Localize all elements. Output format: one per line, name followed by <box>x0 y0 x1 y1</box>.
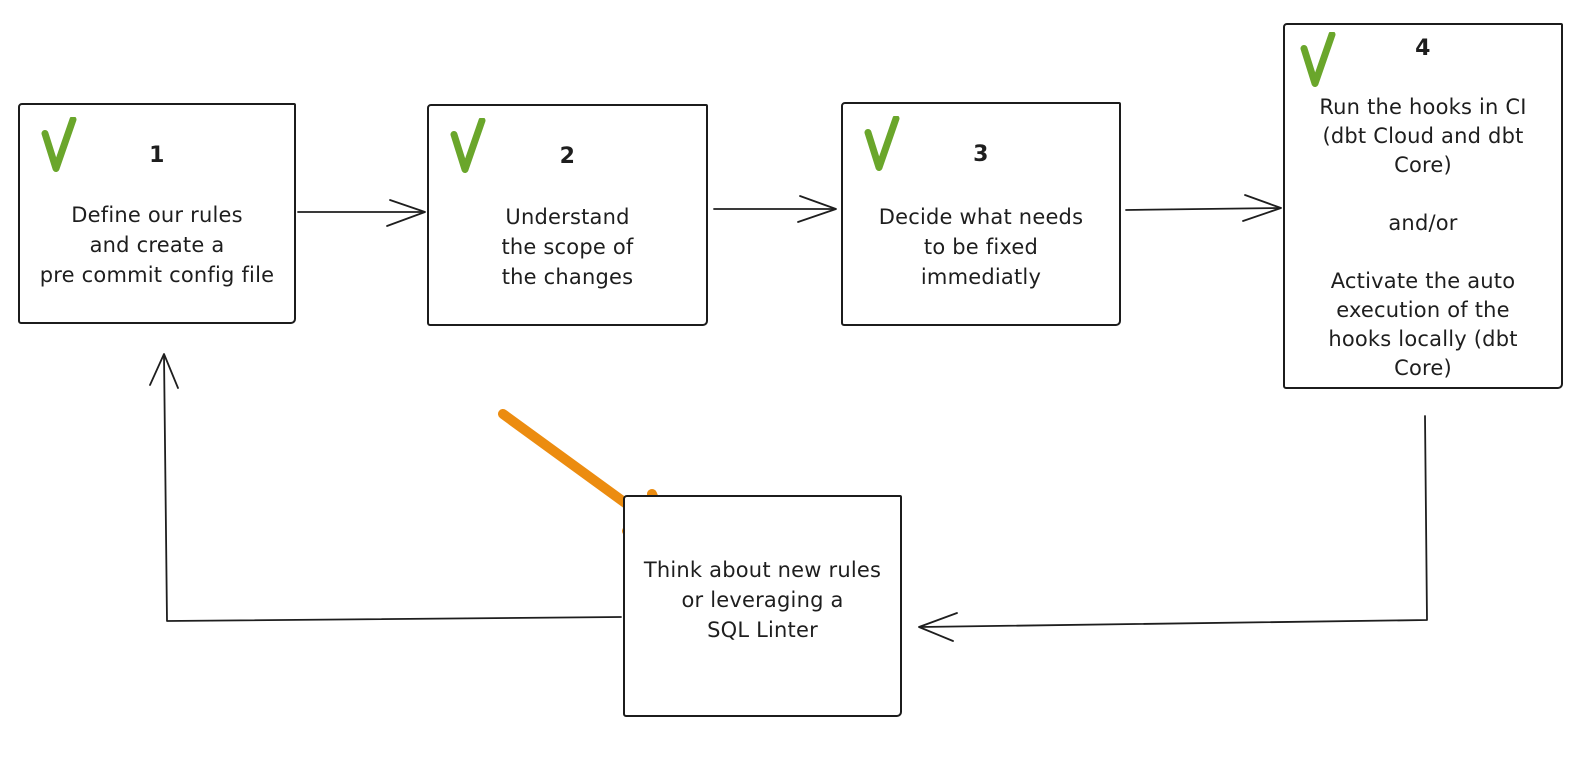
text-line: and create a <box>89 233 225 257</box>
step-3-header: 3 <box>843 104 1119 171</box>
text-line: SQL Linter <box>707 618 818 642</box>
arrow-step3-to-step4[interactable] <box>1125 207 1280 211</box>
text-line: Decide what needs <box>878 205 1084 229</box>
arrow-review-to-step1[interactable] <box>163 354 622 622</box>
text-line: the changes <box>501 265 634 289</box>
text-line: (dbt Cloud and dbt <box>1322 124 1524 148</box>
check-icon[interactable] <box>1298 32 1336 88</box>
arrowhead-step1-to-step2 <box>386 199 426 227</box>
text-line <box>1285 180 1561 209</box>
text-line: hooks locally (dbt <box>1328 327 1518 351</box>
text-line: Define our rules <box>71 203 243 227</box>
check-icon[interactable] <box>448 118 486 174</box>
step-1-text: Define our rules and create a pre commit… <box>20 200 294 290</box>
step-number: 3 <box>973 142 989 167</box>
step-2-header: 2 <box>429 106 706 173</box>
text-line <box>1285 238 1561 267</box>
text-line: the scope of <box>501 235 634 259</box>
text-line: pre commit config file <box>39 263 275 287</box>
text-line: or leveraging a <box>681 588 844 612</box>
text-line: Core) <box>1394 153 1452 177</box>
step-3-box[interactable]: 3 Decide what needs to be fixed immediat… <box>841 102 1121 326</box>
text-line: Core) <box>1394 356 1452 380</box>
text-line: execution of the <box>1336 298 1510 322</box>
step-4-box[interactable]: 4 Run the hooks in CI (dbt Cloud and dbt… <box>1283 23 1563 389</box>
step-2-text: Understand the scope of the changes <box>429 202 706 292</box>
step-1-header: 1 <box>20 105 294 172</box>
text-line: Understand <box>505 205 630 229</box>
step-number: 4 <box>1415 36 1431 61</box>
step-2-box[interactable]: 2 Understand the scope of the changes <box>427 104 708 326</box>
arrow-step4-to-review[interactable] <box>919 415 1428 628</box>
text-line: Run the hooks in CI <box>1319 95 1527 119</box>
review-text: Think about new rules or leveraging a SQ… <box>625 555 900 645</box>
text-line: and/or <box>1388 211 1458 235</box>
arrowhead-review-to-step1 <box>149 353 179 389</box>
step-number: 1 <box>149 143 165 168</box>
text-line: to be fixed <box>923 235 1039 259</box>
review-box[interactable]: Think about new rules or leveraging a SQ… <box>623 495 902 717</box>
text-line: Activate the auto <box>1330 269 1516 293</box>
arrowhead-step2-to-step3 <box>797 195 837 223</box>
arrowhead-step4-to-review <box>918 612 958 642</box>
check-icon[interactable] <box>862 116 900 172</box>
step-number: 2 <box>559 144 576 169</box>
check-icon[interactable] <box>39 117 77 173</box>
text-line: Think about new rules <box>643 558 882 582</box>
step-4-header: 4 <box>1285 25 1561 87</box>
step-3-text: Decide what needs to be fixed immediatly <box>843 202 1119 292</box>
arrowhead-step3-to-step4 <box>1242 194 1282 222</box>
text-line: immediatly <box>920 265 1042 289</box>
step-1-box[interactable]: 1 Define our rules and create a pre comm… <box>18 103 296 324</box>
step-4-text: Run the hooks in CI (dbt Cloud and dbt C… <box>1285 93 1561 383</box>
